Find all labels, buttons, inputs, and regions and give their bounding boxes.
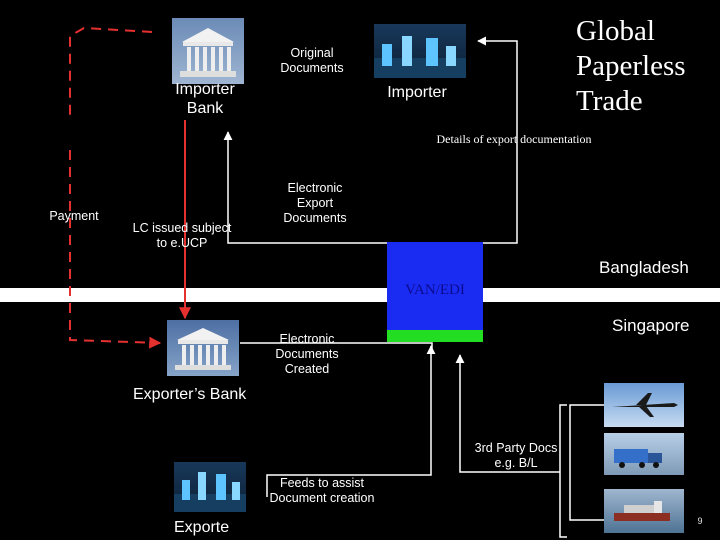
border-separator (0, 288, 720, 302)
exporter-feed-path (266, 345, 436, 497)
vantoimporter-connector (477, 36, 518, 244)
importer-label: Importer (387, 84, 447, 101)
page-number: 9 (697, 516, 703, 526)
exporter-label: Exporte (174, 519, 230, 536)
bank-building-icon (175, 328, 231, 370)
exporters-bank-label: Exporter’s Bank (133, 386, 247, 403)
importer-bank-label: Importer Bank (175, 81, 235, 118)
truck-image (604, 433, 684, 475)
cargo-ship-icon (614, 501, 670, 521)
truck-icon (614, 449, 662, 468)
port-cranes-icon (174, 472, 246, 512)
payment-label: Payment (49, 209, 99, 223)
lc-issued-label: LC issued subject to e.UCP (132, 221, 232, 250)
feeds-label: Feeds to assist Document creation (269, 476, 375, 505)
airplane-image (604, 383, 684, 427)
importer-bank-image (172, 18, 244, 84)
third-party-path (559, 404, 567, 538)
diagram-title: Global Paperless Trade (576, 15, 686, 117)
details-export-label: Details of export documentation (436, 132, 592, 146)
importer-image (374, 24, 466, 78)
original-documents-label: Original Documents (280, 46, 344, 75)
van-edi-bar (387, 330, 483, 342)
electronic-export-label: Electronic Export Documents (283, 181, 347, 225)
exporters-bank-image (167, 320, 239, 376)
payment-path (69, 26, 153, 120)
bangladesh-label: Bangladesh (599, 258, 689, 277)
third-party-bracket (569, 404, 605, 521)
exporter-image (174, 462, 246, 512)
port-cranes-icon (374, 36, 466, 78)
van-edi-box[interactable] (387, 242, 483, 342)
payment-path-lower (69, 150, 162, 349)
singapore-label: Singapore (612, 316, 690, 335)
vantobank-connector (223, 131, 387, 244)
electronic-created-label: Electronic Documents Created (275, 332, 339, 376)
bank-building-icon (180, 28, 236, 77)
airplane-icon (612, 393, 678, 417)
van-edi-label: VAN/EDI (405, 282, 465, 298)
third-party-label: 3rd Party Docs e.g. B/L (474, 441, 558, 470)
third-party-feed (455, 354, 560, 473)
ship-image (604, 489, 684, 533)
